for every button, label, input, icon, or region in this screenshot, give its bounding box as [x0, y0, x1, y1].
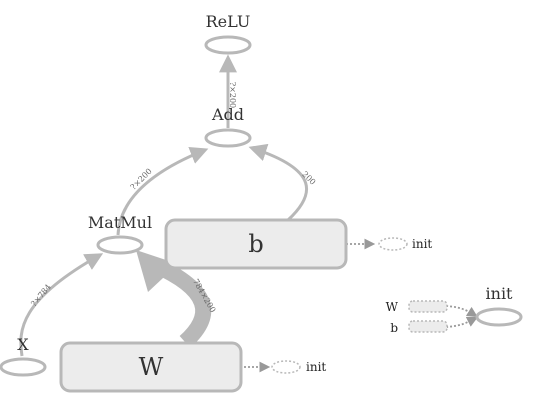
node-shape-add[interactable]	[204, 128, 252, 148]
edge-w-matmul	[151, 257, 212, 348]
node-x[interactable]: X	[0, 335, 47, 377]
node-shape-init-w[interactable]	[271, 360, 301, 374]
node-label-x: X	[17, 335, 29, 354]
node-shape-w[interactable]	[59, 341, 243, 393]
node-label-init-right: init	[486, 284, 514, 303]
nodes-layer: ReLU Add MatMul X b W	[0, 12, 523, 393]
node-w[interactable]: W	[59, 341, 243, 393]
legend-b-row: b	[390, 320, 448, 335]
legend-label-b: b	[390, 321, 398, 335]
node-shape-b[interactable]	[164, 218, 348, 270]
node-b[interactable]: b	[164, 218, 348, 270]
node-init-w[interactable]: init	[271, 360, 326, 374]
legend-w-row: W	[386, 300, 448, 314]
node-shape-relu[interactable]	[204, 35, 252, 55]
legend-box-b	[408, 320, 448, 333]
legend-label-w: W	[386, 300, 399, 314]
node-label-add: Add	[211, 105, 244, 124]
edge-legend-b-init	[445, 317, 478, 328]
node-init-b[interactable]: init	[378, 237, 432, 251]
node-init-right[interactable]: init	[475, 284, 523, 327]
node-matmul[interactable]: MatMul	[88, 213, 152, 255]
node-label-init-w: init	[306, 360, 326, 374]
node-label-relu: ReLU	[206, 12, 251, 31]
edge-label-b-add: 200	[300, 170, 317, 187]
edge-matmul-add	[116, 146, 209, 236]
node-shape-matmul[interactable]	[96, 235, 144, 255]
edge-legend-w-init	[445, 305, 478, 318]
edge-b-add	[248, 143, 309, 222]
node-shape-x[interactable]	[0, 357, 47, 377]
node-shape-init-right[interactable]	[475, 307, 523, 327]
node-label-matmul: MatMul	[88, 213, 152, 232]
node-relu[interactable]: ReLU	[204, 12, 252, 55]
edges-layer	[19, 54, 478, 373]
node-label-b: b	[248, 230, 263, 258]
node-add[interactable]: Add	[204, 105, 252, 148]
node-shape-init-b[interactable]	[378, 237, 408, 251]
edge-label-x-matmul: ?×784	[29, 282, 53, 308]
edge-x-matmul	[19, 253, 104, 357]
node-label-init-b: init	[412, 237, 432, 251]
node-label-w: W	[139, 353, 164, 381]
edge-label-add-relu: ?×200	[228, 82, 237, 108]
legend-box-w	[408, 300, 448, 313]
